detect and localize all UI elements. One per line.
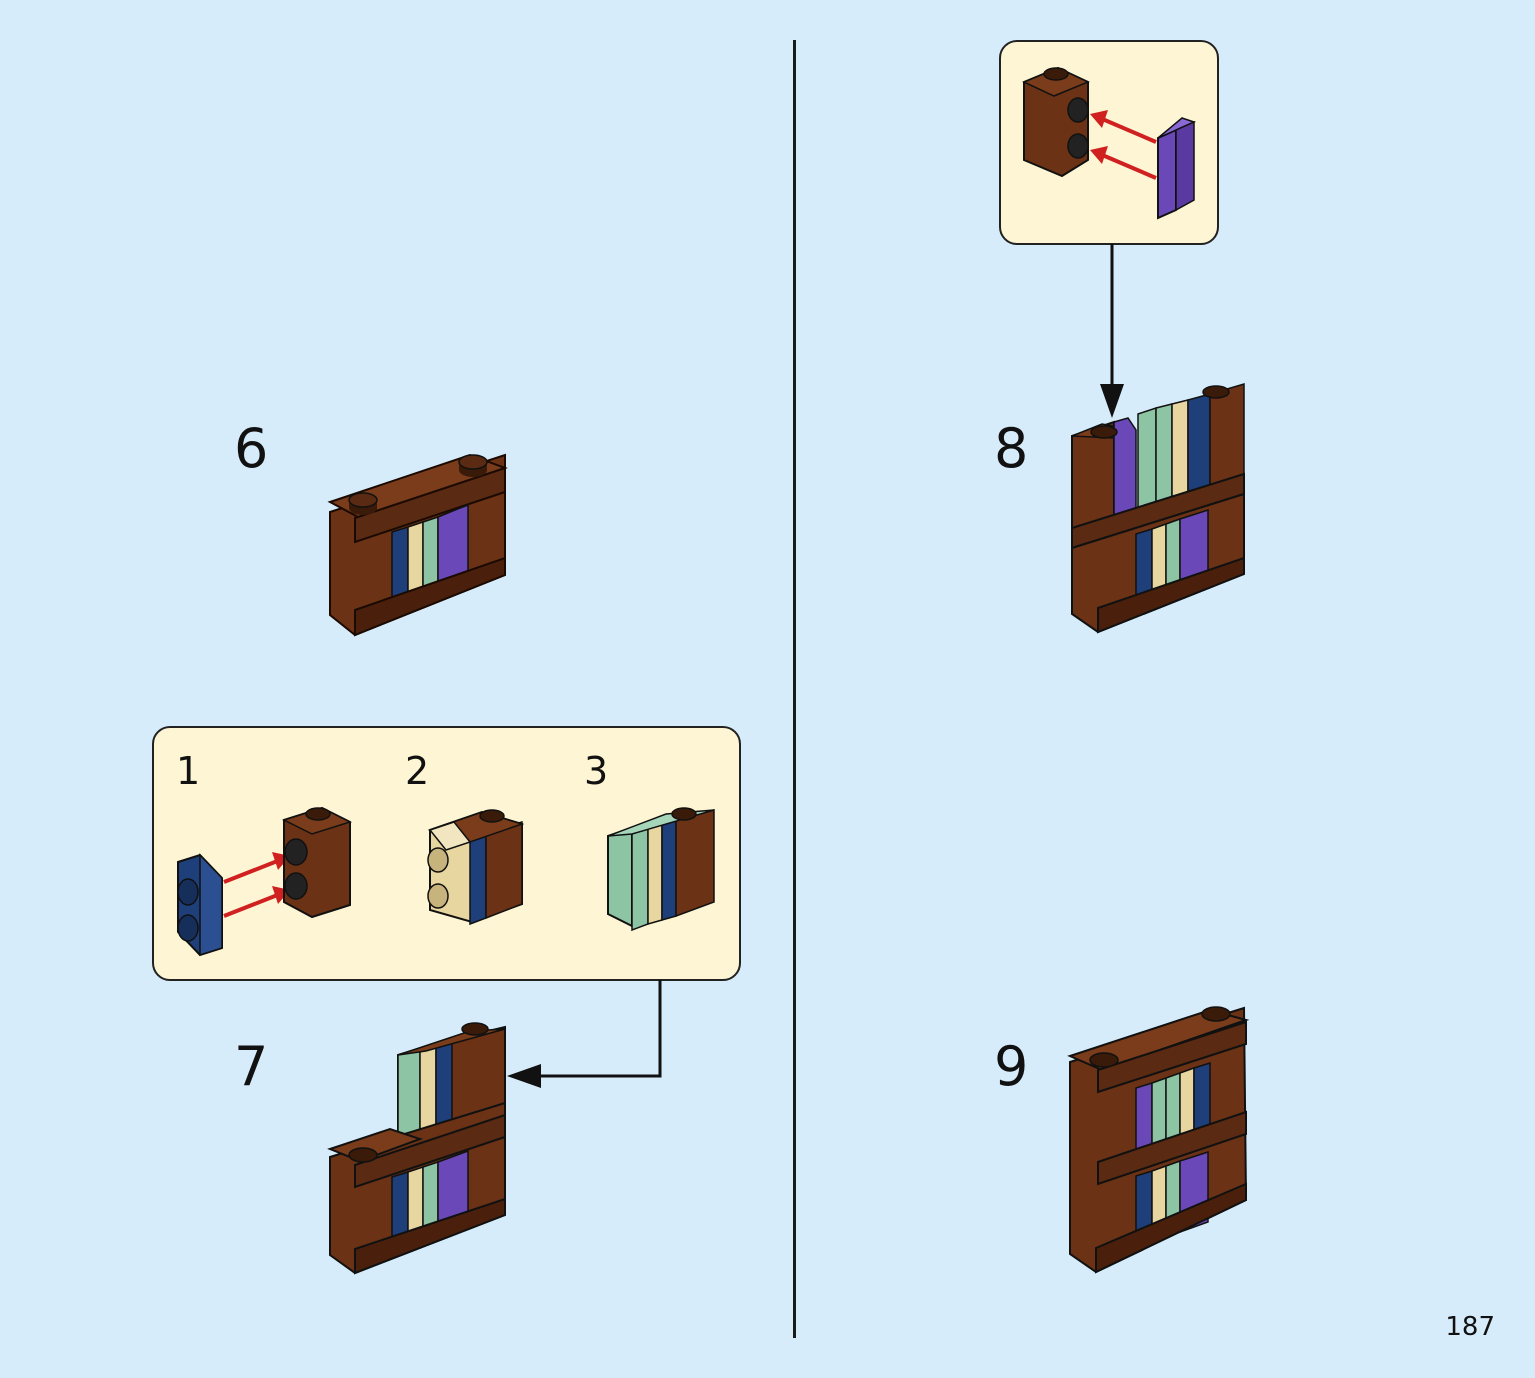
- page-number: 187: [1445, 1312, 1495, 1342]
- step-9-model: [1067, 1006, 1250, 1274]
- book-purple: [437, 503, 469, 594]
- callout-down-arrow: [1100, 244, 1124, 418]
- step-number-6: 6: [234, 417, 269, 480]
- red-arrow-2: [1099, 152, 1157, 180]
- substep-2-parts: [427, 809, 525, 926]
- substep-number-2: 2: [405, 749, 430, 793]
- step-number-7: 7: [234, 1035, 269, 1098]
- step-number-9: 9: [994, 1035, 1029, 1098]
- step-8-callout-parts: [1022, 66, 1197, 220]
- step-6-model: [327, 453, 508, 637]
- red-arrow-2: [223, 892, 281, 918]
- substep-3-parts: [607, 807, 715, 932]
- step-8-model: [1071, 382, 1245, 634]
- purple-tile: [1157, 128, 1177, 220]
- red-arrow-1: [223, 858, 281, 884]
- step-number-8: 8: [994, 417, 1029, 480]
- substep-number-1: 1: [176, 749, 201, 793]
- substep-number-3: 3: [584, 749, 609, 793]
- column-divider: [793, 40, 796, 1338]
- red-arrow-1: [1099, 116, 1157, 144]
- callout-connector-arrow: [507, 980, 662, 1088]
- step-7-model: [327, 1022, 506, 1275]
- substep-1-parts: [177, 806, 352, 957]
